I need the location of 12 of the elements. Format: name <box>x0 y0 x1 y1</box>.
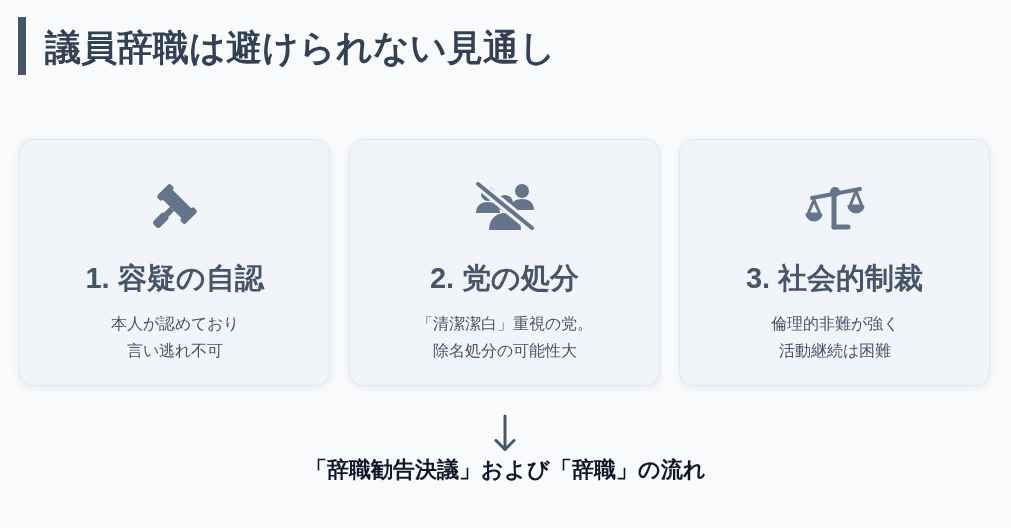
info-card <box>679 139 990 386</box>
card-text: 「清潔潔白」重視の党。除名処分の可能性大 <box>415 314 594 361</box>
conclusion-text: 「辞職勧告決議」および「辞職」の流れ <box>304 451 706 489</box>
info-card <box>349 139 660 386</box>
card-text: 本人が認めており言い逃れ不可 <box>109 314 240 361</box>
title-text: 議員辞職は避けられない見通し <box>45 26 556 70</box>
card-heading: 2. 党の処分 <box>429 261 580 296</box>
arrow <box>494 414 516 451</box>
card-heading: 3. 社会的制裁 <box>745 261 924 296</box>
card-text: 倫理的非難が強く活動継続は困難 <box>769 314 900 361</box>
info-card <box>19 139 330 386</box>
card-heading: 1. 容疑の自認 <box>85 261 264 296</box>
